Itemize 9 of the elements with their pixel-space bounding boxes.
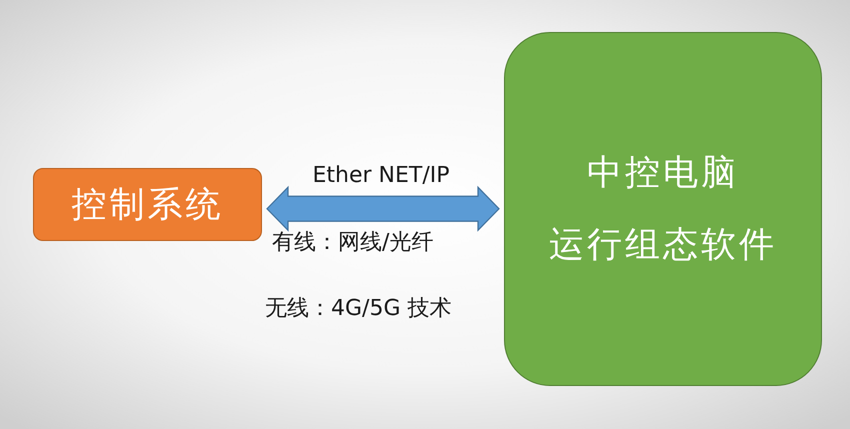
node-title: 控制系统 <box>72 184 224 224</box>
rounded-box <box>504 32 822 386</box>
rounded-box <box>33 168 262 241</box>
node-subtitle: 运行组态软件 <box>549 225 777 265</box>
edge-label: Ether NET/IP <box>312 163 450 190</box>
connection-note: 有线：网线/光纤 <box>272 230 434 256</box>
node-title: 中控电脑 <box>587 153 739 193</box>
double-arrow <box>266 186 500 232</box>
connection-note: 无线：4G/5G 技术 <box>265 296 452 322</box>
